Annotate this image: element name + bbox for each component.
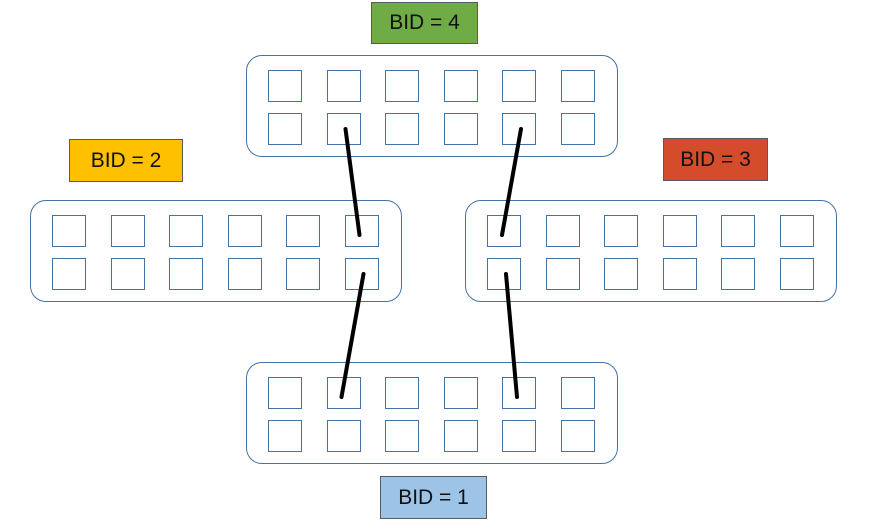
bid2-port-r2-c5 (286, 258, 320, 290)
bid4-port-r1-c4 (443, 70, 478, 102)
bid4-port-r1-c5 (502, 70, 536, 102)
bid1-port-r1-c5 (502, 377, 536, 409)
bid1-port-r2-c4 (443, 420, 478, 452)
bid1-port-r1-c6 (560, 377, 595, 409)
bid2-port-r1-c3 (169, 215, 203, 247)
bid4-port-r2-c2 (326, 113, 361, 145)
bid4-port-r2-c3 (385, 113, 419, 145)
bid1-port-r2-c5 (502, 420, 536, 452)
label-bid2: BID = 2 (69, 139, 183, 182)
bid3-port-r2-c6 (779, 258, 814, 290)
bid2-port-r2-c6 (344, 258, 379, 290)
bid4-port-r1-c3 (385, 70, 419, 102)
bid1-port-r2-c3 (385, 420, 419, 452)
bid4-port-r2-c4 (443, 113, 478, 145)
bid2-port-r2-c2 (110, 258, 145, 290)
bid4-port-r1-c2 (326, 70, 361, 102)
label-bid1: BID = 1 (380, 476, 487, 519)
bid4-port-r2-c5 (502, 113, 536, 145)
bid3-port-r1-c2 (545, 215, 580, 247)
bid3-port-r1-c4 (662, 215, 697, 247)
bid2-port-r2-c1 (52, 258, 86, 290)
label-bid4: BID = 4 (371, 2, 478, 44)
label-bid3: BID = 3 (663, 138, 768, 181)
bid3-port-r1-c1 (487, 215, 521, 247)
bid2-port-r2-c3 (169, 258, 203, 290)
bid3-port-r2-c2 (545, 258, 580, 290)
bid1-port-r1-c1 (268, 377, 302, 409)
bid2-port-r1-c6 (344, 215, 379, 247)
bid4-port-r2-c1 (268, 113, 302, 145)
bid3-port-r1-c5 (721, 215, 755, 247)
bid1-port-r2-c2 (326, 420, 361, 452)
bid4-port-r1-c1 (268, 70, 302, 102)
bid2-port-r1-c2 (110, 215, 145, 247)
bid1-port-r1-c4 (443, 377, 478, 409)
bid3-port-r2-c1 (487, 258, 521, 290)
bid1-port-r2-c1 (268, 420, 302, 452)
bid3-port-r1-c6 (779, 215, 814, 247)
bid3-port-r2-c4 (662, 258, 697, 290)
board-bid3 (465, 200, 837, 302)
bid3-port-r1-c3 (604, 215, 638, 247)
bid4-port-r2-c6 (560, 113, 595, 145)
bid2-port-r1-c4 (227, 215, 262, 247)
bid4-port-r1-c6 (560, 70, 595, 102)
bid2-port-r1-c1 (52, 215, 86, 247)
bid2-port-r1-c5 (286, 215, 320, 247)
board-bid4 (246, 55, 618, 157)
bid3-port-r2-c3 (604, 258, 638, 290)
bid1-port-r2-c6 (560, 420, 595, 452)
bid2-port-r2-c4 (227, 258, 262, 290)
bid1-port-r1-c2 (326, 377, 361, 409)
bid1-port-r1-c3 (385, 377, 419, 409)
bid3-port-r2-c5 (721, 258, 755, 290)
board-bid1 (246, 362, 618, 464)
